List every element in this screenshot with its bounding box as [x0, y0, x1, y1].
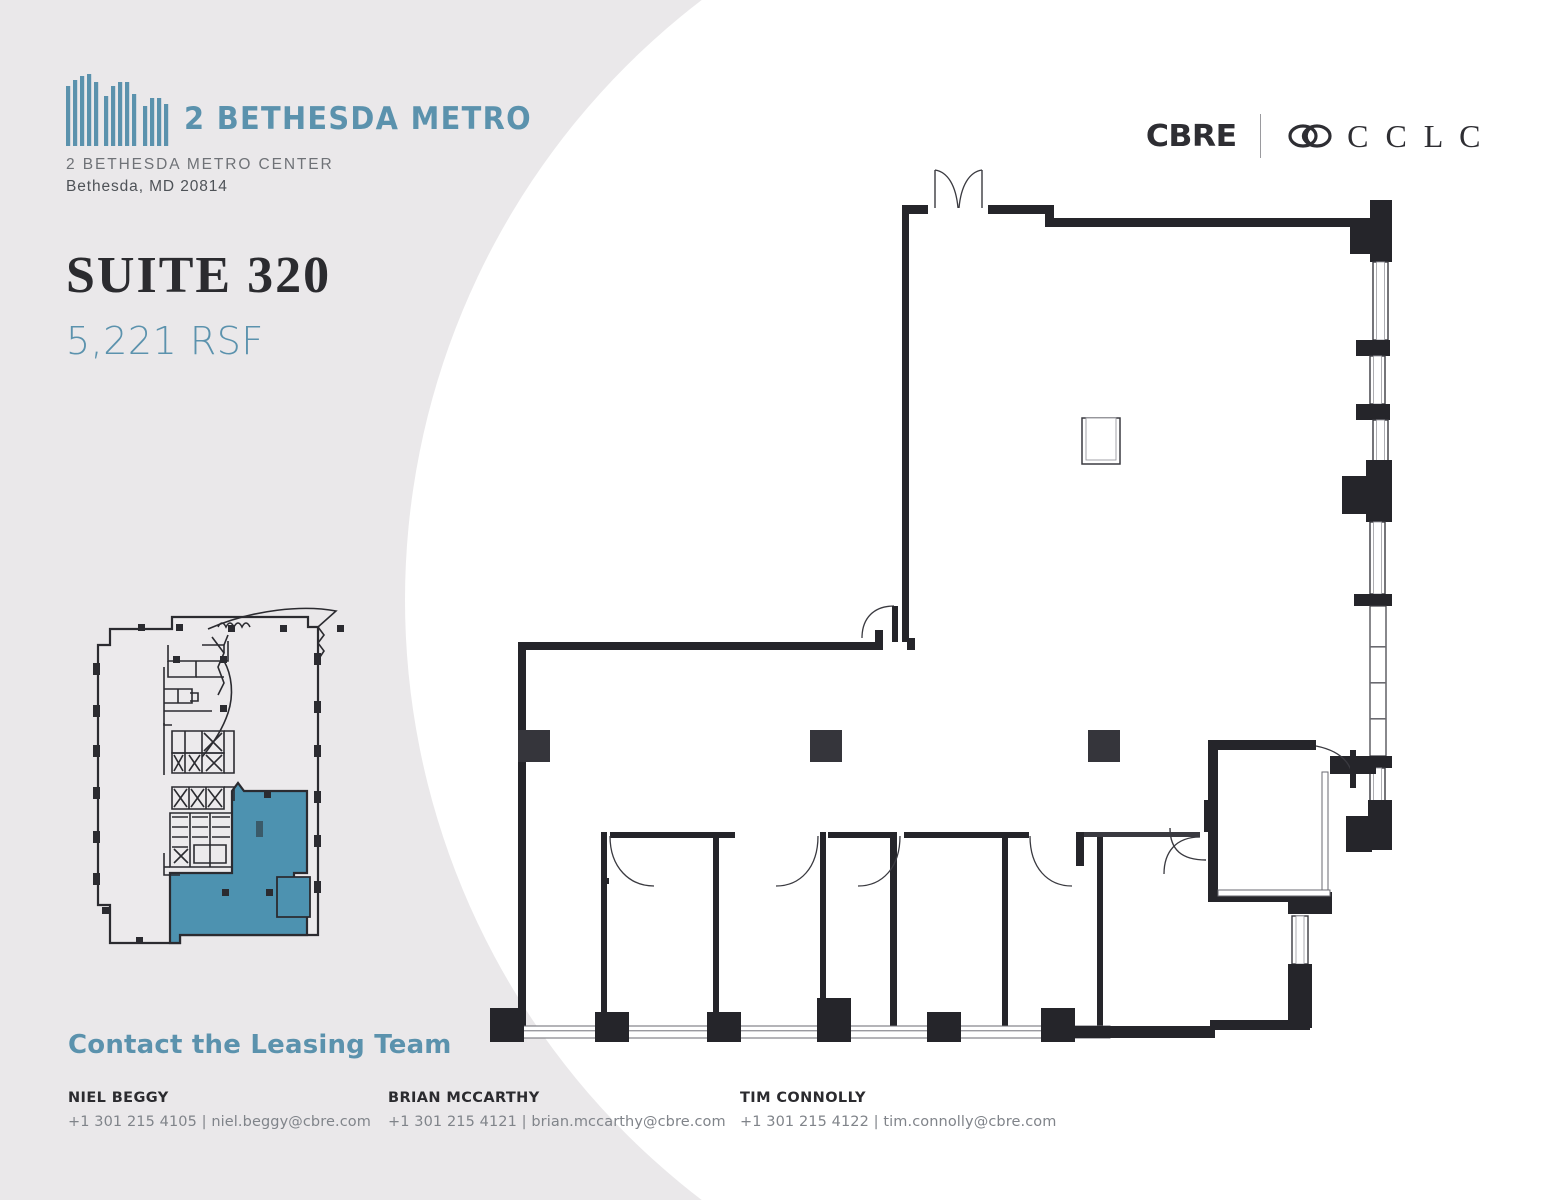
- cbre-logo: CBRE: [1145, 118, 1237, 154]
- keyplan-columns: [93, 624, 344, 944]
- interior-columns: [518, 428, 1120, 762]
- bottom-offices: [601, 832, 1103, 1032]
- contact-name: TIM CONNOLLY: [740, 1090, 866, 1106]
- suite-320-floor-plan: [490, 169, 1392, 1042]
- logo-divider: [1260, 114, 1262, 158]
- contact-details[interactable]: +1 301 215 4121 | brian.mccarthy@cbre.co…: [388, 1114, 726, 1130]
- suite-area: 5,221 RSF: [66, 319, 264, 363]
- keyplan-core-walls: [163, 634, 235, 876]
- right-exterior-wall: [1342, 200, 1392, 852]
- contact-card: NIEL BEGGY +1 301 215 4105 | niel.beggy@…: [68, 1090, 371, 1130]
- suite-name: SUITE 320: [66, 247, 332, 304]
- suite-interior-fill: [518, 208, 1375, 1032]
- contact-heading: Contact the Leasing Team: [68, 1030, 452, 1060]
- corridor-doors: [1076, 832, 1201, 875]
- property-address-line1: 2 BETHESDA METRO CENTER: [66, 156, 334, 173]
- key-plan-thumbnail: [93, 607, 344, 945]
- property-name: 2 BETHESDA METRO: [184, 101, 532, 137]
- contact-details[interactable]: +1 301 215 4105 | niel.beggy@cbre.com: [68, 1114, 371, 1130]
- keyplan-entry-canopy: [207, 607, 338, 658]
- cclc-wordmark: C C L C: [1347, 117, 1485, 154]
- contact-card: BRIAN MCCARTHY +1 301 215 4121 | brian.m…: [388, 1090, 726, 1130]
- cclc-logo: C C L C: [1287, 118, 1485, 155]
- upper-wing-features: [861, 169, 1121, 642]
- bottom-exterior-wall: [490, 998, 1215, 1042]
- contact-name: NIEL BEGGY: [68, 1090, 169, 1106]
- contact-details[interactable]: +1 301 215 4122 | tim.connolly@cbre.com: [740, 1114, 1057, 1130]
- contact-card: TIM CONNOLLY +1 301 215 4122 | tim.conno…: [740, 1090, 1056, 1130]
- property-branding: 2 BETHESDA METRO 2 BETHESDA METRO CENTER…: [66, 68, 586, 196]
- building-bars-logo-icon: [66, 74, 169, 146]
- lower-right-room: [1169, 740, 1376, 1030]
- contact-name: BRIAN MCCARTHY: [388, 1090, 540, 1106]
- agency-logo-group: CBRE C C L C: [1145, 114, 1485, 158]
- floorplan-walls: [518, 205, 1380, 1032]
- property-address-line2: Bethesda, MD 20814: [66, 178, 228, 195]
- keyplan-highlight-suite: [168, 781, 311, 945]
- interlocking-rings-icon: [1288, 124, 1332, 148]
